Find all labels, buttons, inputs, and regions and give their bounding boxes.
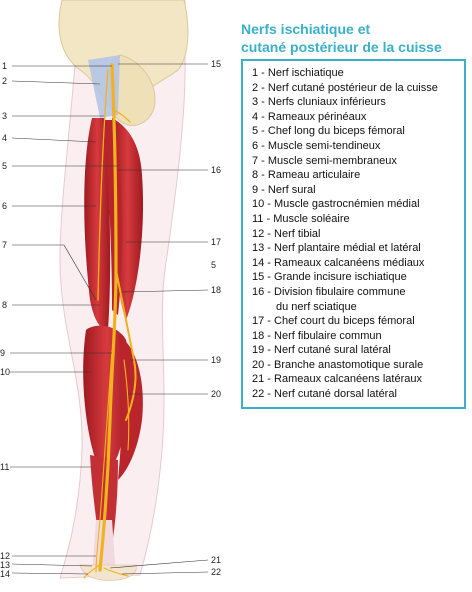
achilles-tendon (92, 520, 116, 575)
legend-item: 2 - Nerf cutané postérieur de la cuisse (252, 81, 438, 94)
callout-label: 3 (2, 111, 8, 121)
legend-item: 16 - Division fibulaire commune (252, 285, 406, 298)
callout-label: 1 (2, 61, 8, 71)
title-line-2: cutané postérieur de la cuisse (241, 39, 442, 55)
thigh-muscle-medial (84, 118, 111, 330)
callout-label: 7 (2, 240, 8, 250)
sural-nerve (95, 349, 113, 573)
callout-label: 18 (211, 285, 222, 295)
callout-label: 11 (0, 462, 10, 472)
legend-item: 22 - Nerf cutané dorsal latéral (252, 388, 397, 401)
legend-item: 10 - Muscle gastrocnémien médial (252, 198, 420, 211)
legend-item: 5 - Chef long du biceps fémoral (252, 125, 405, 138)
callout-label: 4 (2, 133, 8, 143)
callout-label: 22 (211, 567, 222, 577)
callout-label: 5 (211, 260, 217, 270)
callout-label: 21 (211, 555, 222, 565)
diagram-title: Nerfs ischiatique et cutané postérieur d… (241, 20, 469, 56)
legend-item: 8 - Rameau articulaire (252, 169, 361, 182)
legend-item: 14 - Rameaux calcanéens médiaux (252, 256, 425, 269)
leader-lines (10, 63, 209, 575)
callout-label: 17 (211, 237, 222, 247)
legend-box: 1 - Nerf ischiatique 2 - Nerf cutané pos… (241, 59, 466, 409)
legend-item: 18 - Nerf fibulaire commun (252, 329, 382, 342)
legend-item: 19 - Nerf cutané sural latéral (252, 344, 391, 357)
leg-illustration (10, 0, 209, 581)
callout-label: 13 (0, 560, 11, 570)
callout-label: 2 (2, 76, 8, 86)
legend-item: 17 - Chef court du biceps fémoral (252, 315, 415, 328)
sciatic-nerve (98, 63, 118, 572)
legend-item-continuation: du nerf sciatique (276, 300, 357, 313)
legend-item: 4 - Rameaux périnéaux (252, 110, 367, 123)
callout-label: 9 (0, 348, 6, 358)
legend-item: 15 - Grande incisure ischiatique (252, 271, 407, 284)
callout-label: 12 (0, 551, 11, 561)
legend-item: 11 - Muscle soléaire (252, 212, 350, 225)
lateral-sural-nerve (123, 359, 130, 451)
cluneal-nerve (111, 109, 131, 123)
legend-item: 6 - Muscle semi-tendineux (252, 139, 381, 152)
callout-label: 15 (211, 59, 222, 69)
legend-item: 7 - Muscle semi-membraneux (252, 154, 397, 167)
callout-label: 20 (211, 389, 222, 399)
callout-label: 16 (211, 165, 222, 175)
callout-label: 6 (2, 201, 8, 211)
callout-label: 5 (2, 161, 8, 171)
callout-label: 14 (0, 569, 11, 579)
calf-gastrocnemius (83, 325, 131, 467)
legend-item: 12 - Nerf tibial (252, 227, 321, 240)
callout-label: 10 (0, 367, 11, 377)
legend-item: 3 - Nerfs cluniaux inférieurs (252, 96, 386, 109)
legend-item: 20 - Branche anastomotique surale (252, 358, 424, 371)
callout-label: 19 (211, 355, 222, 365)
calcaneal-branches (83, 564, 129, 579)
legend-item: 9 - Nerf sural (252, 183, 316, 196)
legend-item: 1 - Nerf ischiatique (252, 67, 344, 79)
callout-label: 8 (2, 300, 8, 310)
legend-item: 21 - Rameaux calcanéens latéraux (252, 373, 422, 386)
legend-item: 13 - Nerf plantaire médial et latéral (252, 242, 421, 255)
title-line-1: Nerfs ischiatique et (241, 21, 371, 37)
